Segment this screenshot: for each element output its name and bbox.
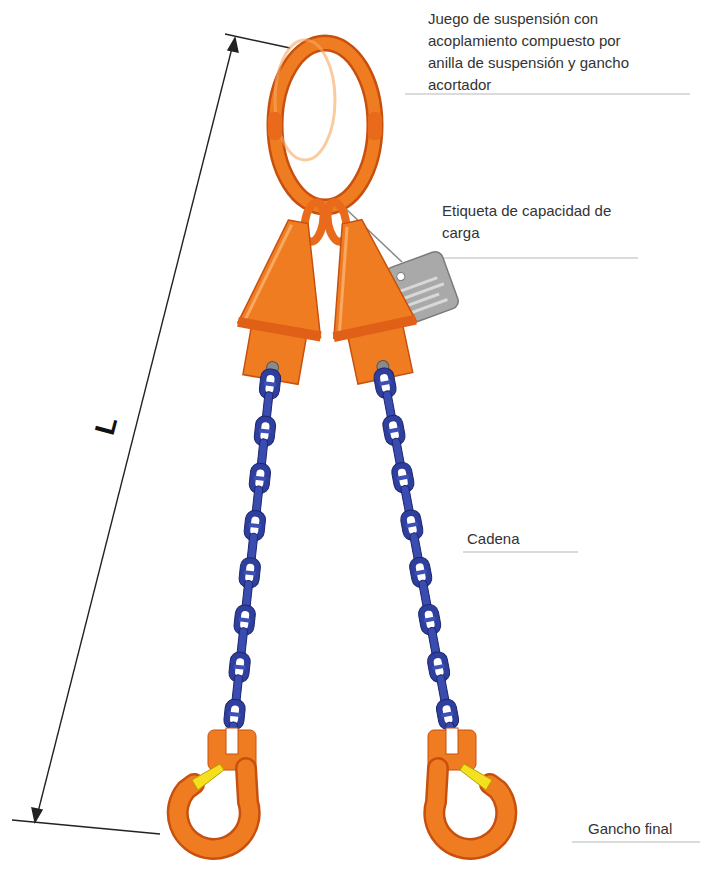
callout-label: Juego de suspensión con acoplamiento com…	[428, 8, 656, 96]
callout-label: Gancho final	[588, 818, 672, 840]
leader-lines	[405, 94, 700, 842]
chain	[223, 366, 460, 754]
callout-label: Cadena	[467, 528, 520, 550]
end-hook	[428, 728, 506, 849]
callout-label: Etiqueta de capacidad de carga	[442, 200, 614, 244]
dimension-line	[12, 34, 290, 834]
end-hook	[178, 728, 256, 849]
dimension-label: L	[91, 414, 122, 438]
chain-link	[445, 722, 459, 755]
coupling-connector	[229, 215, 340, 387]
chain-link	[226, 722, 237, 755]
coupling-connector	[311, 213, 426, 387]
master-link	[268, 40, 382, 207]
